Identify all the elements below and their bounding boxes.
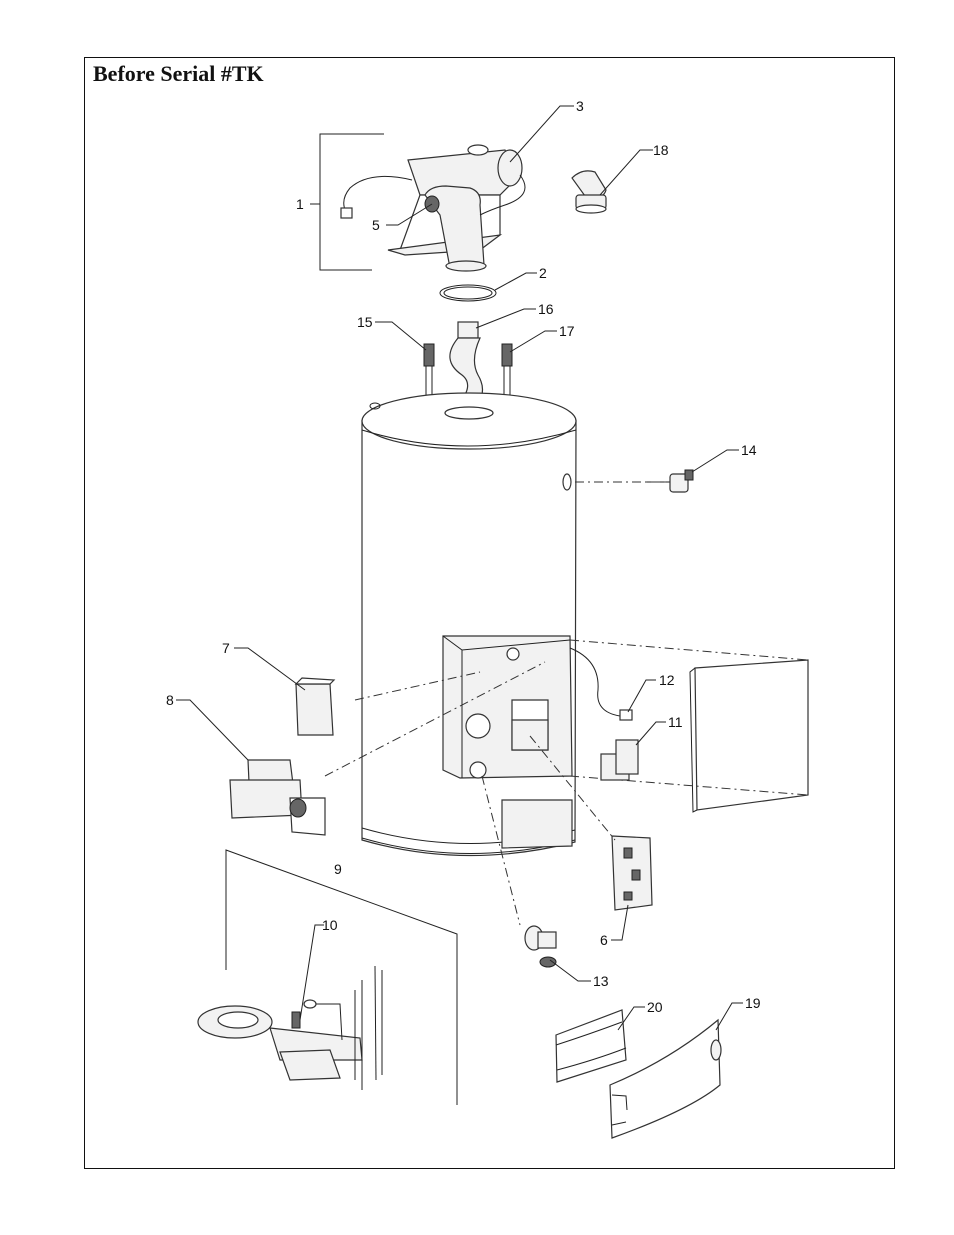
callout-11: 11 [668,714,683,730]
callout-8: 8 [166,692,174,708]
part-6-control-board [529,735,653,911]
part-11-transformer [600,739,639,781]
callout-3: 3 [576,98,584,114]
part-2-gasket [439,284,497,302]
callout-16: 16 [538,301,554,317]
part-13-drain-valve [481,775,557,968]
power-vent-blower [340,144,526,272]
part-14-relief-valve [575,469,694,493]
callout-1: 1 [296,196,304,212]
callout-13: 13 [593,973,609,989]
water-heater-tank [361,392,577,857]
part-18-vent-elbow [571,170,607,214]
part-12-wire-harness [569,647,633,721]
callout-14: 14 [741,442,757,458]
callout-2: 2 [539,265,547,281]
callout-10: 10 [322,917,338,933]
diagram-frame [84,57,895,1169]
callout-5: 5 [372,217,380,233]
part-19-shield [609,1018,722,1139]
callout-20: 20 [647,999,663,1015]
callout-labels: 3 1 5 18 2 16 15 17 14 7 8 12 11 9 6 10 … [166,98,761,1015]
part-9-bracket [225,849,458,1105]
callout-18: 18 [653,142,669,158]
callout-9: 9 [334,861,342,877]
outer-door-panel [569,639,809,813]
callout-17: 17 [559,323,575,339]
callout-19: 19 [745,995,761,1011]
part-8-gas-valve [229,661,546,836]
part-20-shield [555,1009,627,1083]
callout-15: 15 [357,314,373,330]
part-10-burner [197,965,383,1090]
part-7-ignition-module [294,671,481,736]
part-1-bracket [310,133,384,271]
callout-7: 7 [222,640,230,656]
callout-6: 6 [600,932,608,948]
callout-12: 12 [659,672,675,688]
page-title: Before Serial #TK [93,61,264,86]
leader-lines [176,105,743,1031]
